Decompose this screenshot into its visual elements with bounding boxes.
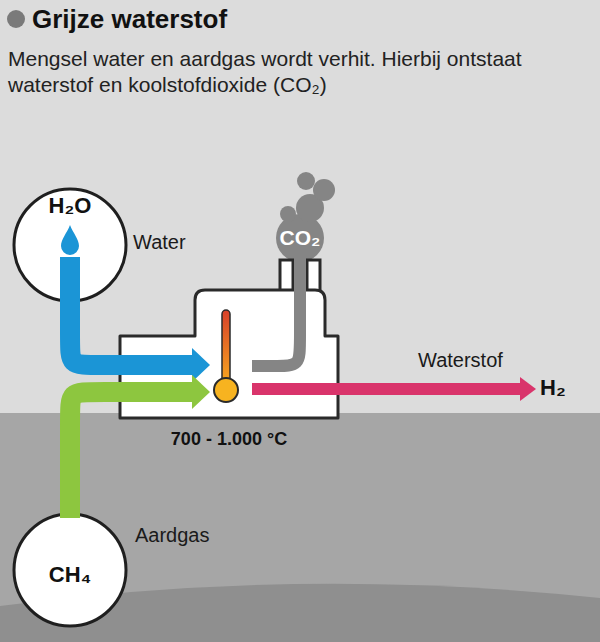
hydrogen-arrow <box>252 383 521 395</box>
side-label: Water <box>133 230 186 254</box>
text-slot: CH₄ <box>12 562 128 588</box>
text-slot: Waterstof <box>418 348 503 372</box>
formula: CH₄ <box>12 562 128 588</box>
smoke-puff <box>280 206 296 222</box>
smoke-puff <box>313 179 335 201</box>
formula: CO₂ <box>266 225 334 251</box>
thermometer-bulb <box>214 378 238 402</box>
text-slot: H₂O <box>12 193 128 219</box>
thermometer-stem <box>222 310 230 382</box>
text-slot: 700 - 1.000 °C <box>118 428 340 450</box>
text-slot: Mengsel water en aardgas wordt verhit. H… <box>8 46 528 98</box>
plant-outline <box>120 290 338 418</box>
smoke-cloud: CO₂ <box>266 168 334 264</box>
text-slot: Water <box>133 230 186 254</box>
node-outline <box>118 260 340 420</box>
output-end: WaterstofH₂ <box>540 376 570 400</box>
side-label: Waterstof <box>418 348 503 372</box>
side-label: Aardgas <box>135 523 210 547</box>
gas-circle: CH₄Aardgas <box>12 512 128 628</box>
smoke-puff <box>297 172 315 190</box>
water-drop <box>61 225 79 255</box>
plant-building: 700 - 1.000 °C <box>118 260 340 420</box>
title: Grijze waterstof <box>32 3 432 35</box>
formula: H₂O <box>12 193 128 219</box>
arrow-head <box>520 377 536 401</box>
formula: H₂ <box>540 376 566 400</box>
text-slot: CO₂ <box>266 225 334 251</box>
subtitle: Mengsel water en aardgas wordt verhit. H… <box>8 46 528 98</box>
water-circle: H₂OWater <box>12 187 128 303</box>
node-outline <box>266 168 334 264</box>
title-bullet <box>7 10 25 28</box>
text-slot: H₂ <box>540 376 566 400</box>
text-slot: Grijze waterstof <box>32 3 432 35</box>
text-slot: Aardgas <box>135 523 210 547</box>
ground <box>0 413 600 642</box>
temperature: 700 - 1.000 °C <box>118 428 340 450</box>
